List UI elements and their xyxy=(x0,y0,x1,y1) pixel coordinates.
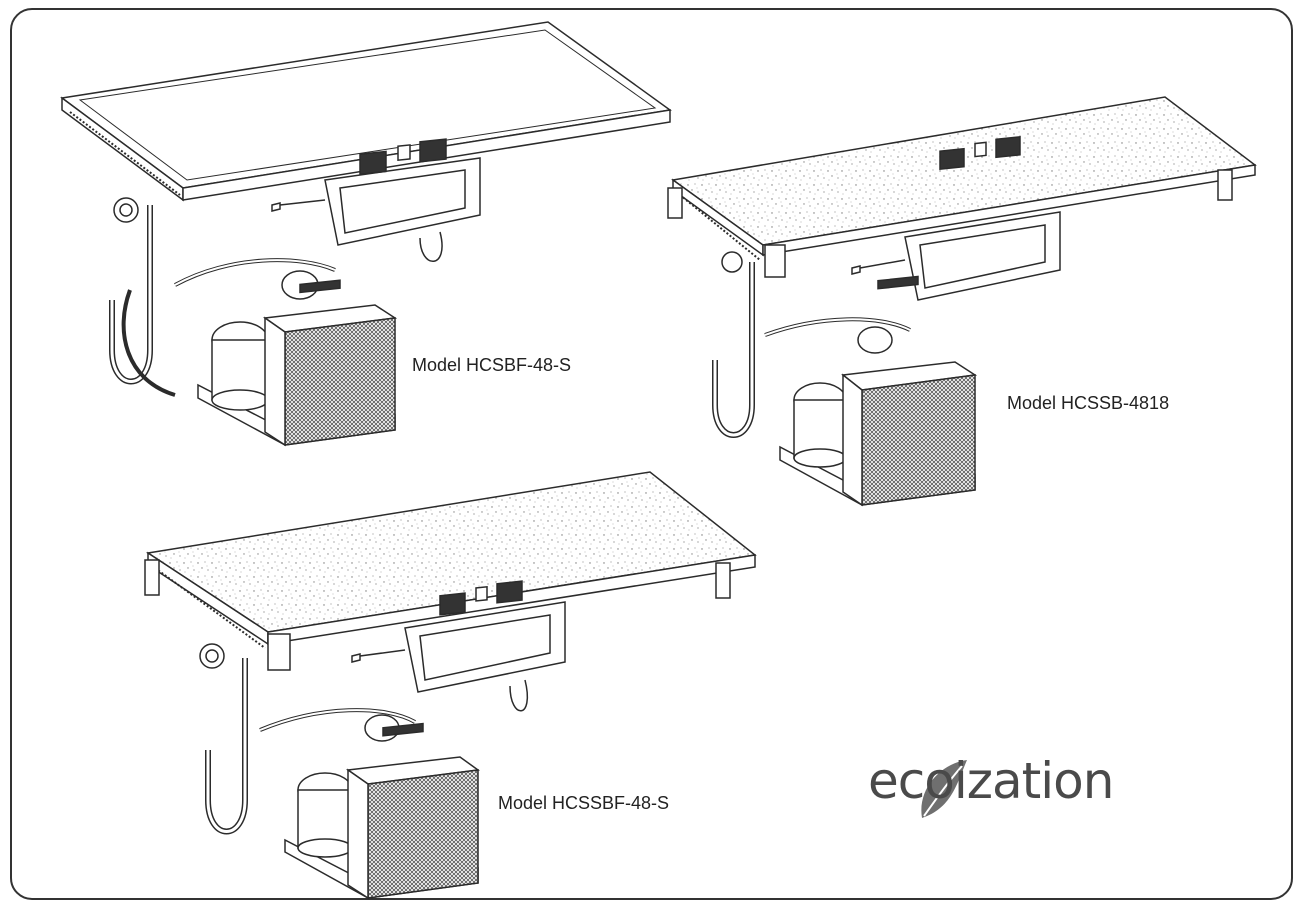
unit-hcssbf-48-s xyxy=(144,471,757,900)
model-label-hcssb-4818: Model HCSSB-4818 xyxy=(1007,393,1170,413)
model-label-hcsbf-48-s: Model HCSBF-48-S xyxy=(412,355,572,375)
unit-hcsbf-48-s xyxy=(60,21,672,447)
model-label-hcssbf-48-s: Model HCSSBF-48-S xyxy=(498,793,670,813)
ecoization-logo: ecoization xyxy=(868,748,1114,828)
unit-hcssb-4818 xyxy=(667,96,1257,507)
logo-wordmark: ecoization xyxy=(868,752,1114,810)
leaf-icon xyxy=(921,760,967,818)
condenser-grille xyxy=(367,769,479,899)
condenser-grille xyxy=(284,317,396,446)
condenser-grille xyxy=(861,374,976,506)
